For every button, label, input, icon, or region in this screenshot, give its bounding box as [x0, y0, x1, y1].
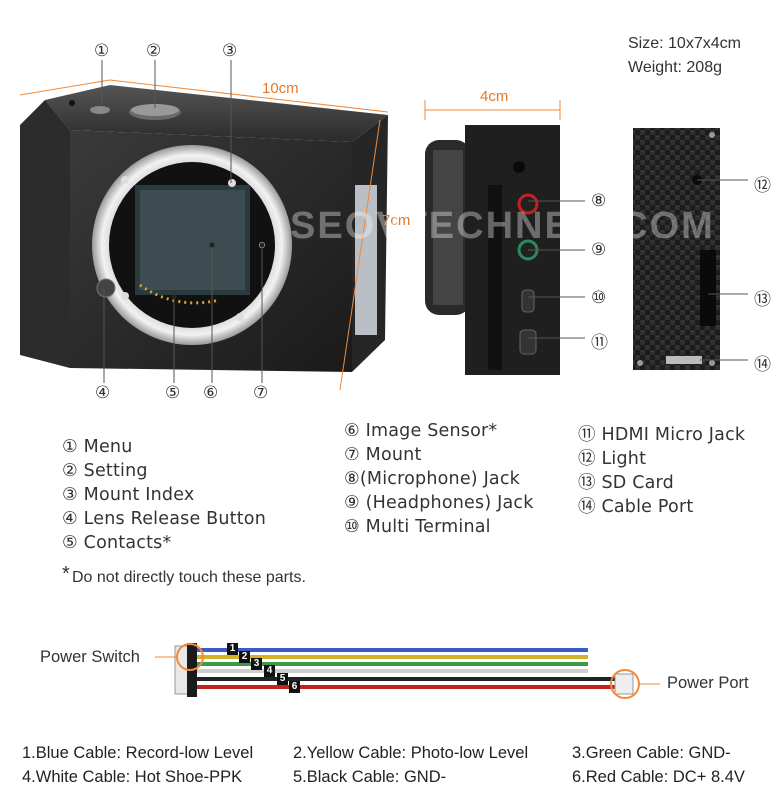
- power-switch-label: Power Switch: [40, 648, 140, 666]
- dimension-width: 10cm: [262, 80, 299, 97]
- legend-item: ① Menu: [62, 437, 133, 457]
- cable-description: 4.White Cable: Hot Shoe-PPK: [22, 768, 243, 786]
- callout-12: ⑫: [754, 176, 771, 196]
- callout-4: ④: [95, 383, 111, 403]
- legend-item: ⑩ Multi Terminal: [344, 517, 491, 537]
- legend-item: ⑬ SD Card: [578, 473, 674, 493]
- camera-front-view: [19, 79, 389, 391]
- cable-description: 5.Black Cable: GND-: [293, 768, 447, 786]
- callout-6: ⑥: [203, 383, 219, 403]
- wire-number-tag: 4: [264, 665, 275, 677]
- cable-diagram: [155, 643, 660, 699]
- dimension-depth: 4cm: [480, 88, 509, 105]
- wire-number-tag: 2: [239, 651, 250, 663]
- legend-item: ③ Mount Index: [62, 485, 195, 505]
- footnote-star: *: [62, 563, 70, 585]
- legend-item: ④ Lens Release Button: [62, 509, 266, 529]
- wire-number-tag: 6: [289, 681, 300, 693]
- legend-item: ⑪ HDMI Micro Jack: [578, 425, 746, 445]
- wire-number-tag: 3: [251, 658, 262, 670]
- cable-description: 3.Green Cable: GND-: [572, 744, 731, 762]
- callout-3: ③: [222, 41, 238, 61]
- legend-item: ② Setting: [62, 461, 148, 481]
- callout-7: ⑦: [253, 383, 269, 403]
- legend-item: ⑥ Image Sensor*: [344, 421, 498, 441]
- callout-13: ⑬: [754, 290, 771, 310]
- legend-item: ⑤ Contacts*: [62, 533, 172, 553]
- legend-item: ⑨ (Headphones) Jack: [344, 493, 534, 513]
- callout-14: ⑭: [754, 355, 771, 375]
- legend-item: ⑧(Microphone) Jack: [344, 469, 521, 489]
- callout-8: ⑧: [591, 191, 607, 211]
- wire-number-tag: 5: [277, 673, 288, 685]
- watermark: SEOVTECHNEW.COM: [290, 205, 715, 247]
- cable-description: 1.Blue Cable: Record-low Level: [22, 744, 254, 762]
- callout-5: ⑤: [165, 383, 181, 403]
- leader-lines: [101, 60, 748, 383]
- camera-back-view: [633, 128, 720, 370]
- wire-number-tag: 1: [227, 643, 238, 655]
- spec-size: Size: 10x7x4cm: [628, 35, 741, 52]
- legend-item: ⑭ Cable Port: [578, 497, 694, 517]
- callout-1: ①: [94, 41, 110, 61]
- camera-side-view: [424, 100, 561, 375]
- callout-2: ②: [146, 41, 162, 61]
- power-port-label: Power Port: [667, 674, 749, 692]
- cable-description: 2.Yellow Cable: Photo-low Level: [293, 744, 529, 762]
- legend-item: ⑫ Light: [578, 449, 647, 469]
- spec-weight: Weight: 208g: [628, 59, 722, 76]
- callout-10: ⑩: [591, 288, 607, 308]
- cable-description: 6.Red Cable: DC+ 8.4V: [572, 768, 745, 786]
- dimension-height: 7cm: [382, 212, 411, 229]
- callout-11: ⑪: [591, 333, 608, 353]
- legend-item: ⑦ Mount: [344, 445, 422, 465]
- footnote-text: Do not directly touch these parts.: [72, 569, 306, 586]
- callout-9: ⑨: [591, 240, 607, 260]
